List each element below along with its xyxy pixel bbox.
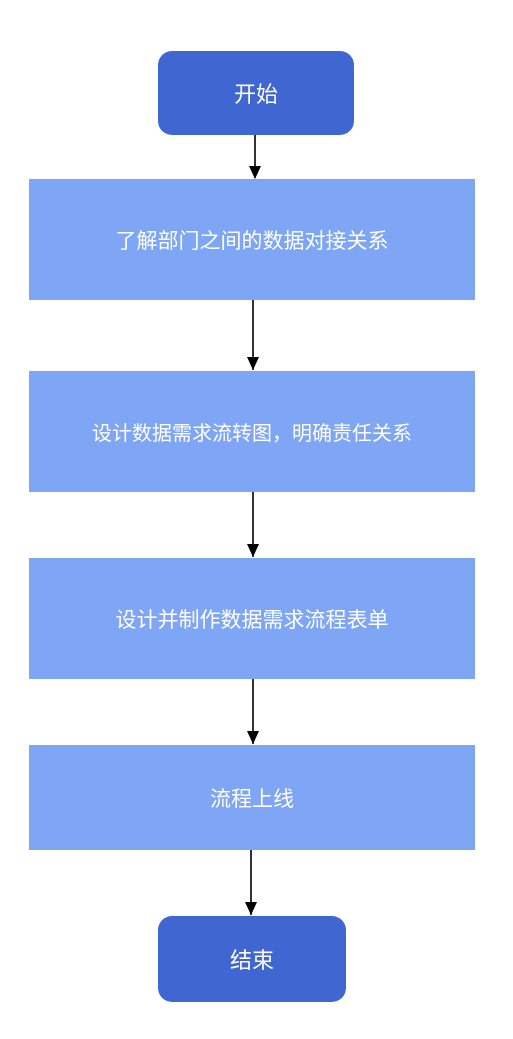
arrow-step-3-to-step-4 (247, 679, 259, 744)
process-step-4: 流程上线 (29, 745, 475, 850)
start-node-label: 开始 (233, 83, 278, 108)
process-step-2: 设计数据需求流转图，明确责任关系 (29, 371, 475, 492)
arrow-start-to-step-1 (249, 135, 261, 179)
process-step-1-label: 了解部门之间的数据对接关系 (115, 228, 389, 253)
process-step-3: 设计并制作数据需求流程表单 (29, 558, 475, 679)
arrow-step-1-to-step-2 (247, 300, 259, 370)
arrow-step-4-to-end (245, 850, 257, 915)
arrow-step-2-to-step-3 (247, 492, 259, 557)
process-step-3-label: 设计并制作数据需求流程表单 (115, 607, 389, 632)
end-node: 结束 (158, 916, 346, 1002)
start-node: 开始 (158, 51, 354, 135)
process-step-4-label: 流程上线 (210, 786, 294, 811)
process-step-1: 了解部门之间的数据对接关系 (29, 179, 475, 300)
process-step-2-label: 设计数据需求流转图，明确责任关系 (92, 421, 412, 445)
end-node-label: 结束 (229, 949, 274, 974)
